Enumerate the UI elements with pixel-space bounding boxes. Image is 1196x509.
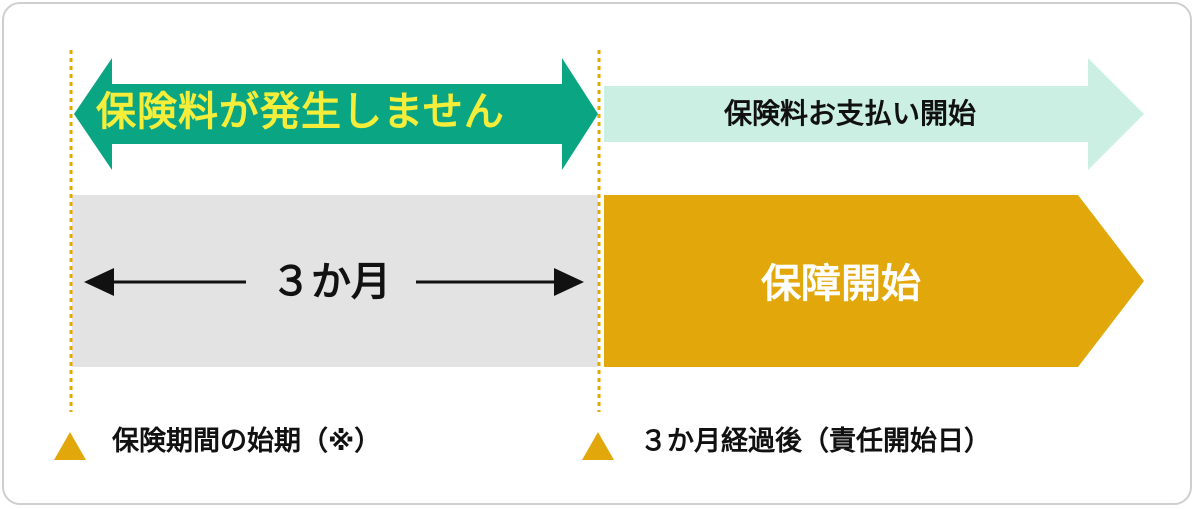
three-months-left-arrowhead — [84, 268, 114, 296]
premium-payment-arrow — [604, 58, 1144, 170]
coverage-start-arrow — [604, 195, 1144, 367]
policy-start-marker-icon — [54, 432, 86, 460]
no-premium-label: 保険料が発生しません — [96, 89, 505, 135]
three-months-right-arrowhead — [554, 268, 584, 296]
responsibility-start-marker-icon — [582, 432, 614, 460]
after-three-months-label: ３か月経過後（責任開始日） — [640, 426, 991, 457]
premium-payment-start-label: 保険料お支払い開始 — [723, 97, 976, 130]
three-months-label: ３か月 — [246, 254, 416, 310]
policy-start-label: 保険期間の始期（※） — [112, 426, 382, 457]
no-premium-double-arrow — [74, 58, 598, 170]
coverage-start-label: 保障開始 — [761, 261, 921, 307]
